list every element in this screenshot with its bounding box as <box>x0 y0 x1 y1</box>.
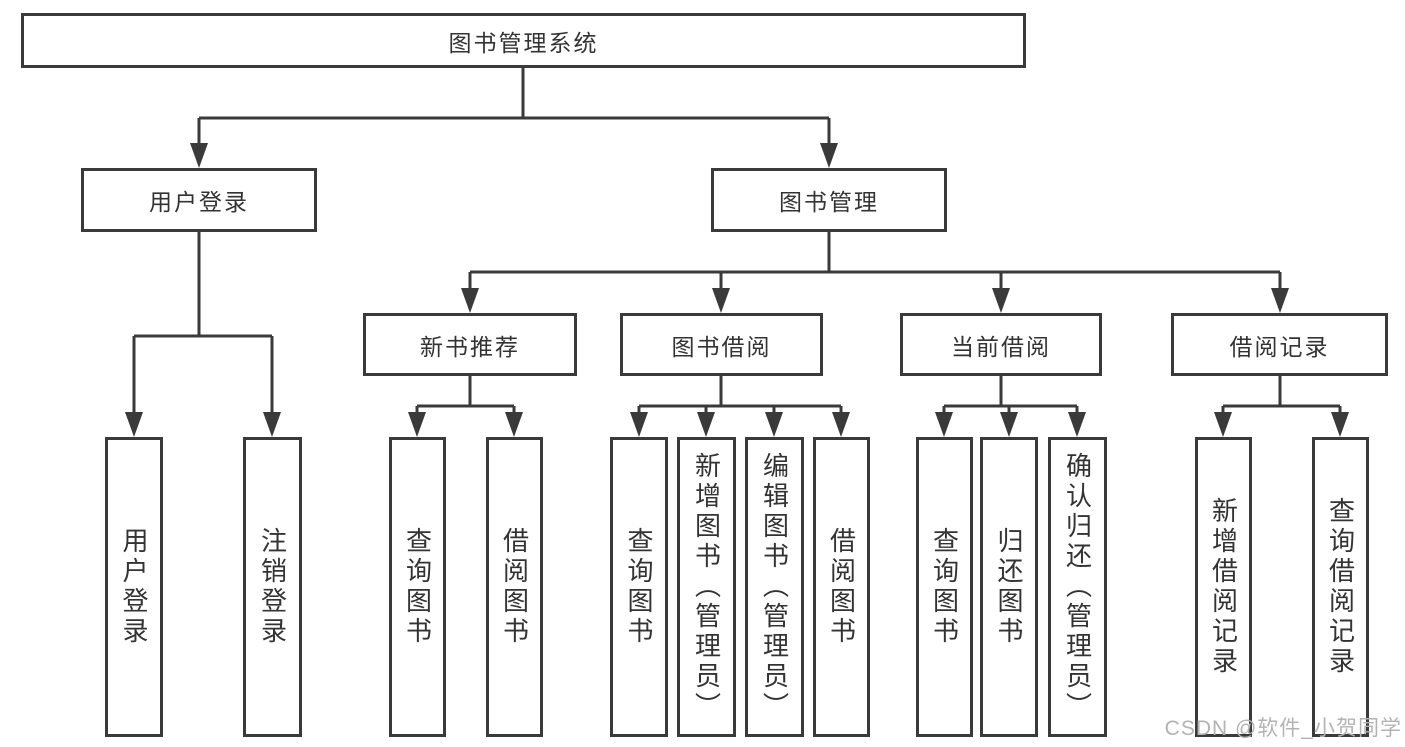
node-new-book-recommend-label: 新书推荐 <box>420 333 520 360</box>
node-user-login-label: 用户登录 <box>149 189 249 215</box>
node-new-book-recommend: 新书推荐 <box>363 313 577 376</box>
node-rec-borrow-books-label: 借阅图书 <box>499 527 530 647</box>
node-cb-query-books: 查询图书 <box>916 437 973 737</box>
node-bb-borrow-books-label: 借阅图书 <box>826 527 857 647</box>
node-user-login-action: 用户登录 <box>105 437 163 737</box>
node-bb-add-books-label: 新增图书（管理员） <box>691 452 722 722</box>
node-logout-label: 注销登录 <box>257 527 288 647</box>
node-bb-edit-books: 编辑图书（管理员） <box>745 437 804 737</box>
node-bb-edit-books-label: 编辑图书（管理员） <box>759 452 790 722</box>
node-br-query-record: 查询借阅记录 <box>1312 437 1369 737</box>
node-cb-return-books: 归还图书 <box>980 437 1038 737</box>
node-book-management-label: 图书管理 <box>779 189 879 215</box>
node-br-add-record: 新增借阅记录 <box>1195 437 1252 737</box>
node-cb-return-books-label: 归还图书 <box>994 527 1024 647</box>
node-borrowing-records: 借阅记录 <box>1171 313 1388 376</box>
node-cb-confirm-return-label: 确认归还（管理员） <box>1062 452 1093 722</box>
node-br-query-record-label: 查询借阅记录 <box>1325 497 1356 677</box>
node-cb-query-books-label: 查询图书 <box>929 527 960 647</box>
node-book-management: 图书管理 <box>711 168 947 232</box>
node-library-system: 图书管理系统 <box>21 13 1026 68</box>
node-user-login-action-label: 用户登录 <box>119 527 149 647</box>
node-book-borrowing-label: 图书借阅 <box>671 333 772 360</box>
node-current-borrowing-label: 当前借阅 <box>951 333 1051 360</box>
node-bb-query-books: 查询图书 <box>610 437 668 737</box>
node-cb-confirm-return: 确认归还（管理员） <box>1048 437 1107 737</box>
node-borrowing-records-label: 借阅记录 <box>1229 333 1330 360</box>
node-rec-borrow-books: 借阅图书 <box>486 437 543 737</box>
node-br-add-record-label: 新增借阅记录 <box>1208 497 1239 677</box>
node-logout: 注销登录 <box>243 437 302 737</box>
node-bb-borrow-books: 借阅图书 <box>813 437 870 737</box>
node-book-borrowing: 图书借阅 <box>620 313 823 376</box>
node-library-system-label: 图书管理系统 <box>448 29 599 56</box>
node-rec-query-books: 查询图书 <box>389 437 446 737</box>
watermark: CSDN @软件_小贺同学 <box>1164 717 1402 740</box>
node-current-borrowing: 当前借阅 <box>900 313 1102 376</box>
node-bb-query-books-label: 查询图书 <box>624 527 654 647</box>
node-rec-query-books-label: 查询图书 <box>402 527 433 647</box>
node-bb-add-books: 新增图书（管理员） <box>677 437 736 737</box>
node-user-login: 用户登录 <box>81 168 317 232</box>
